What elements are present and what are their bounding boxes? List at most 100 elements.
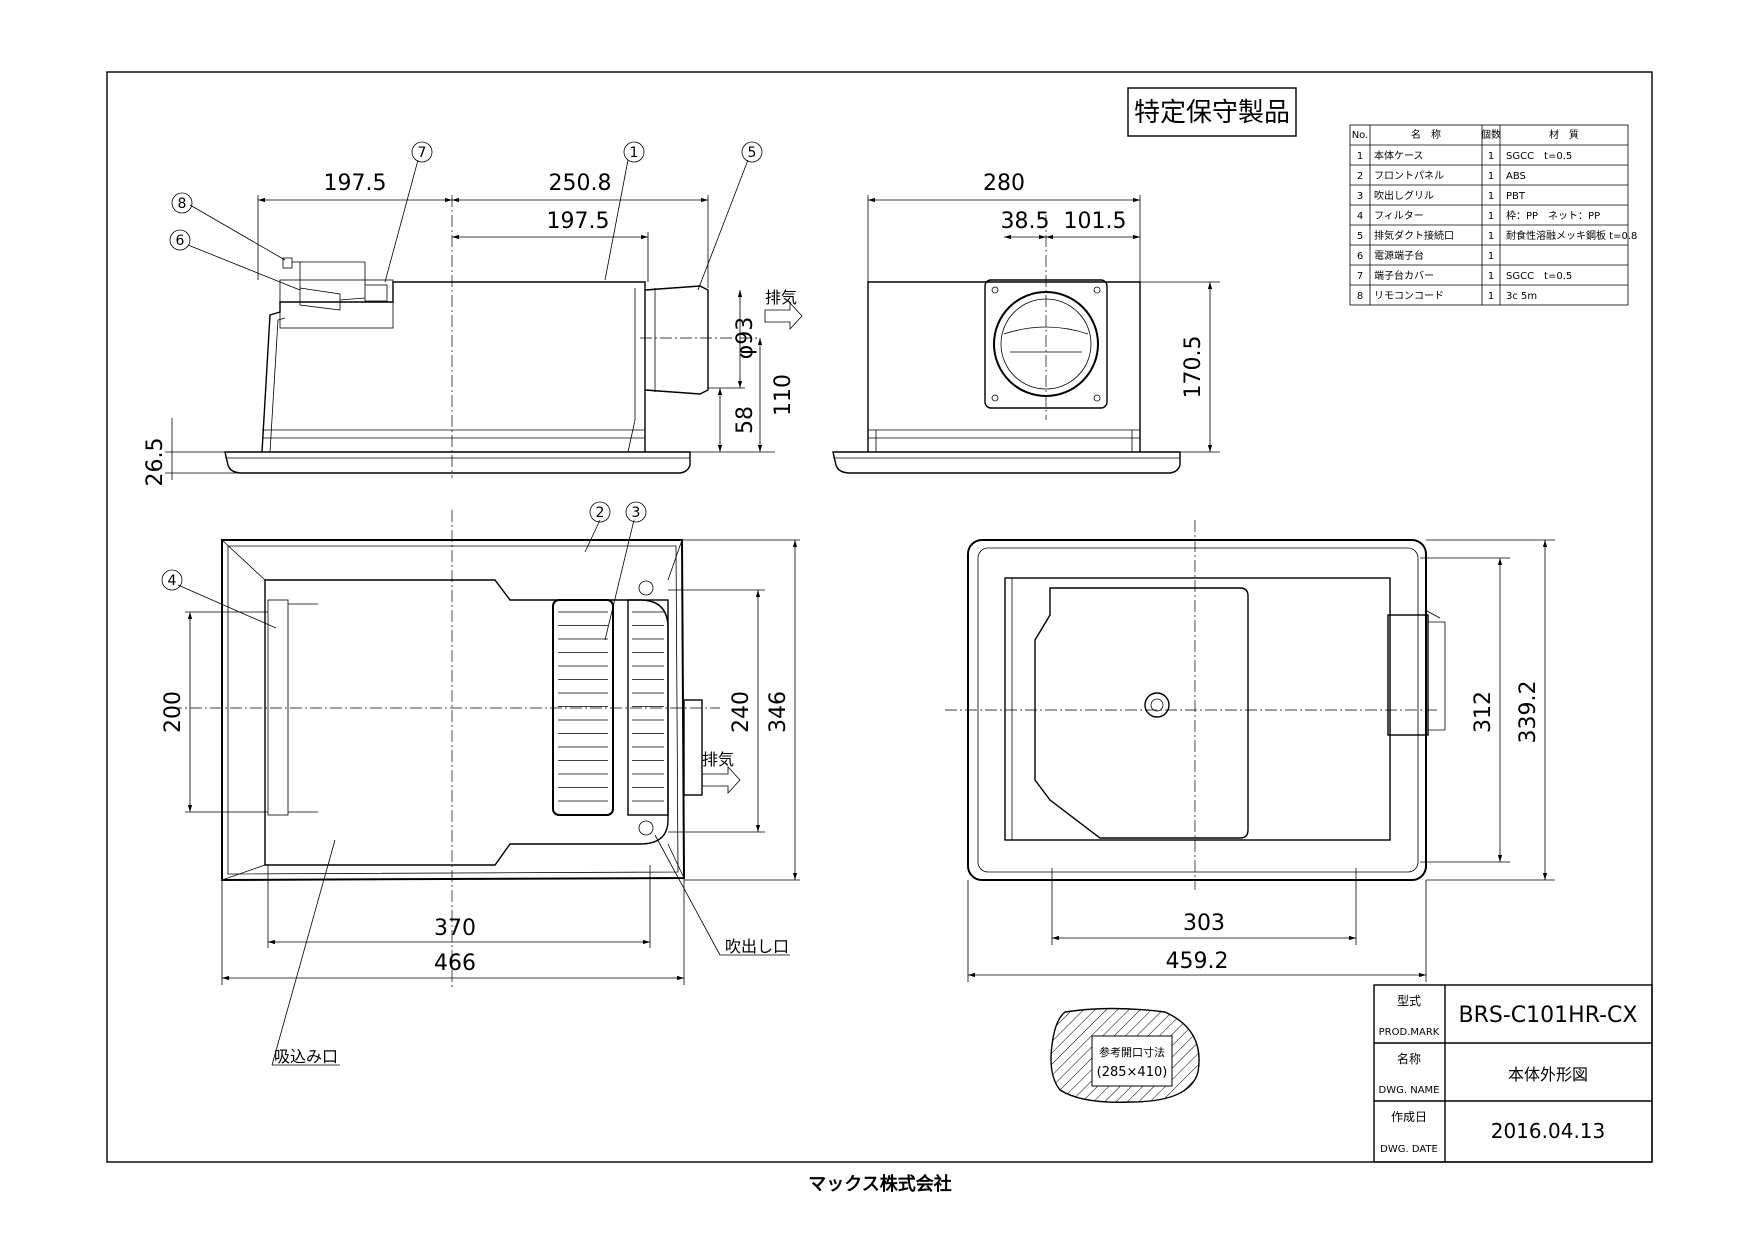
maintenance-product-label: 特定保守製品: [1134, 98, 1290, 128]
parts-cell-name: 本体ケース: [1374, 149, 1424, 162]
parts-cell-no: 6: [1357, 251, 1363, 262]
parts-cell-name: 排気ダクト接続口: [1374, 229, 1454, 242]
parts-cell-material: 耐食性溶融メッキ鋼板 t=0.8: [1506, 229, 1637, 242]
parts-cell-name: フィルター: [1374, 210, 1424, 222]
parts-cell-qty: 1: [1488, 251, 1494, 262]
inlet-callout: 吸込み口: [271, 839, 340, 1066]
outlet-callout: 吹出し口: [654, 834, 790, 956]
dim-top-339: 339.2: [1516, 681, 1541, 744]
balloon-1: 1: [623, 141, 645, 163]
parts-cell-no: 5: [1357, 231, 1363, 242]
top-view: [945, 520, 1446, 890]
parts-cell-material: PBT: [1506, 191, 1526, 202]
parts-cell-no: 3: [1357, 191, 1363, 202]
dim-side-top-right: 250.8: [549, 171, 612, 196]
date-label-en: DWG. DATE: [1380, 1144, 1438, 1155]
svg-text:5: 5: [748, 145, 757, 161]
name-value: 本体外形図: [1508, 1065, 1588, 1084]
parts-header-qty: 個数: [1481, 128, 1501, 141]
svg-text:7: 7: [418, 145, 427, 161]
parts-cell-material: 3c 5m: [1506, 291, 1537, 302]
dim-bottom-346: 346: [766, 691, 791, 733]
model-label-en: PROD.MARK: [1379, 1027, 1440, 1038]
parts-header-material: 材 質: [1549, 128, 1579, 141]
dim-side-dia: φ93: [733, 317, 758, 360]
dimension-text: 197.5 250.8 197.5 φ93 110 58 26.5 280 38…: [143, 171, 1541, 976]
dim-top-459: 459.2: [1166, 949, 1229, 974]
date-label: 作成日: [1391, 1110, 1427, 1124]
parts-cell-name: 電源端子台: [1374, 249, 1424, 262]
dim-bottom-200: 200: [161, 691, 186, 733]
dim-front-38: 38.5: [1001, 209, 1050, 234]
parts-cell-name: フロントパネル: [1374, 170, 1444, 182]
balloon-7: 7: [411, 141, 433, 163]
parts-cell-qty: 1: [1488, 191, 1494, 202]
balloon-6: 6: [169, 229, 191, 251]
model-label: 型式: [1397, 994, 1421, 1008]
svg-text:1: 1: [630, 145, 639, 161]
parts-cell-material: 枠：PP ネット：PP: [1506, 209, 1600, 222]
parts-cell-no: 1: [1357, 151, 1363, 162]
parts-cell-qty: 1: [1488, 271, 1494, 282]
parts-cell-qty: 1: [1488, 211, 1494, 222]
parts-cell-no: 2: [1357, 171, 1363, 182]
parts-cell-no: 8: [1357, 291, 1363, 302]
svg-text:3: 3: [632, 505, 641, 521]
parts-cell-qty: 1: [1488, 291, 1494, 302]
opening-label: 参考開口寸法: [1099, 1045, 1165, 1059]
dim-top-312: 312: [1471, 691, 1496, 733]
dim-front-width: 280: [983, 171, 1025, 196]
name-label: 名称: [1397, 1051, 1421, 1066]
balloon-5: 5: [741, 141, 763, 163]
dim-side-top-left: 197.5: [324, 171, 387, 196]
maintenance-product-box: 特定保守製品: [1127, 87, 1297, 137]
dim-front-101: 101.5: [1064, 209, 1127, 234]
parts-cell-name: 端子台カバー: [1374, 269, 1434, 282]
outlet-label: 吹出し口: [725, 937, 789, 956]
front-view: [832, 215, 1181, 474]
balloon-2: 2: [589, 501, 611, 523]
balloon-8: 8: [171, 192, 193, 214]
parts-cell-name: リモコンコード: [1374, 291, 1444, 302]
parts-cell-material: SGCC t=0.5: [1506, 271, 1572, 282]
svg-text:2: 2: [596, 505, 605, 521]
dim-side-58: 58: [733, 406, 758, 434]
svg-text:4: 4: [168, 573, 177, 589]
opening-value: (285×410): [1097, 1065, 1168, 1080]
exhaust-label-bottom: 排気: [702, 750, 734, 769]
inlet-label: 吸込み口: [274, 1047, 338, 1066]
parts-cell-qty: 1: [1488, 171, 1494, 182]
model-value: BRS-C101HR-CX: [1459, 1003, 1638, 1028]
svg-text:8: 8: [178, 196, 187, 212]
parts-cell-name: 吹出しグリル: [1374, 189, 1434, 202]
dim-bottom-370: 370: [434, 916, 476, 941]
drawing-frame: [106, 71, 1653, 1163]
dim-bottom-466: 466: [434, 951, 476, 976]
exhaust-arrow-bottom: 排気: [701, 750, 741, 795]
parts-cell-no: 7: [1357, 271, 1363, 282]
name-label-en: DWG. NAME: [1379, 1085, 1440, 1096]
parts-cell-qty: 1: [1488, 151, 1494, 162]
svg-text:6: 6: [176, 233, 185, 249]
dim-top-303: 303: [1183, 911, 1225, 936]
dim-bottom-240: 240: [729, 691, 754, 733]
parts-cell-qty: 1: [1488, 231, 1494, 242]
balloon-4: 4: [161, 569, 183, 591]
reference-opening: 参考開口寸法 (285×410): [1050, 1007, 1200, 1103]
parts-header-name: 名 称: [1411, 128, 1441, 141]
manufacturer-name: マックス株式会社: [808, 1173, 951, 1195]
date-value: 2016.04.13: [1491, 1119, 1606, 1143]
exhaust-arrow-side: 排気: [764, 288, 803, 331]
dim-side-inner: 197.5: [547, 209, 610, 234]
side-view: [224, 195, 760, 478]
dim-front-height: 170.5: [1181, 336, 1206, 399]
parts-cell-material: ABS: [1506, 171, 1526, 182]
dimension-lines: [165, 195, 1555, 985]
exhaust-label-side: 排気: [765, 288, 797, 307]
dim-side-26: 26.5: [143, 438, 168, 487]
parts-header-no: No.: [1352, 130, 1369, 141]
dim-side-110: 110: [771, 374, 796, 416]
parts-cell-material: SGCC t=0.5: [1506, 151, 1572, 162]
